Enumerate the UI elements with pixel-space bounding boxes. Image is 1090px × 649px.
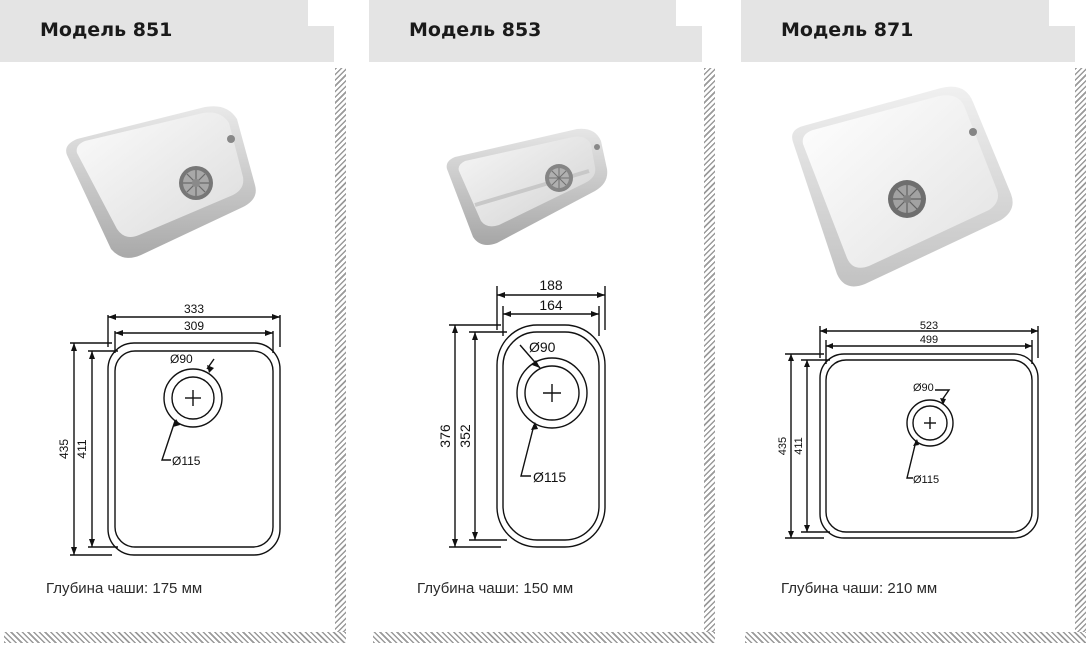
inner-height-label: 352 bbox=[457, 424, 473, 448]
drain-outer-label: Ø115 bbox=[913, 474, 939, 486]
inner-height-label: 411 bbox=[793, 437, 805, 455]
bowl-depth: Глубина чаши: 210 мм bbox=[781, 580, 938, 597]
drain-outer-label: Ø115 bbox=[172, 454, 201, 468]
header-notch bbox=[308, 0, 334, 26]
card-border-bottom bbox=[4, 632, 346, 643]
model-card-853: Модель 853 bbox=[369, 0, 719, 649]
model-title: Модель 871 bbox=[781, 19, 914, 41]
dimension-drawing-853: 188 164 376 352 Ø90 Ø115 bbox=[437, 277, 606, 548]
header-notch bbox=[676, 0, 702, 26]
inner-width-label: 164 bbox=[539, 297, 563, 313]
card-header: Модель 853 bbox=[369, 0, 702, 62]
card-header: Модель 871 bbox=[741, 0, 1075, 62]
card-border-bottom bbox=[373, 632, 715, 643]
outer-width-label: 333 bbox=[184, 302, 204, 316]
bowl-depth: Глубина чаши: 150 мм bbox=[417, 580, 574, 597]
card-header: Модель 851 bbox=[0, 0, 334, 62]
inner-height-label: 411 bbox=[75, 439, 89, 458]
outer-height-label: 435 bbox=[777, 437, 789, 455]
model-title: Модель 851 bbox=[40, 19, 173, 41]
model-title: Модель 853 bbox=[409, 19, 542, 41]
drain-inner-label: Ø90 bbox=[913, 382, 934, 394]
card-border-right bbox=[704, 68, 715, 643]
card-border-right bbox=[1075, 68, 1086, 643]
header-notch bbox=[1049, 0, 1075, 26]
drain-inner-label: Ø90 bbox=[170, 352, 193, 366]
outer-width-label: 523 bbox=[920, 320, 938, 332]
dimension-drawing-871: 523 499 435 411 Ø90 Ø115 bbox=[777, 320, 1039, 539]
sink-photo-853 bbox=[446, 128, 608, 245]
drain-outer-label: Ø115 bbox=[533, 469, 566, 485]
outer-height-label: 376 bbox=[437, 424, 453, 448]
dimension-drawing-851: 333 309 435 411 Ø90 Ø115 bbox=[57, 302, 281, 556]
model-card-871: Модель 871 bbox=[741, 0, 1090, 649]
inner-width-label: 499 bbox=[920, 334, 938, 346]
outer-width-label: 188 bbox=[539, 277, 563, 293]
drain-inner-label: Ø90 bbox=[529, 339, 556, 355]
sink-photo-871 bbox=[792, 86, 1013, 287]
sink-photo-851 bbox=[66, 106, 256, 258]
inner-width-label: 309 bbox=[184, 319, 204, 333]
bowl-depth: Глубина чаши: 175 мм bbox=[46, 580, 203, 597]
card-border-right bbox=[335, 68, 346, 643]
outer-height-label: 435 bbox=[57, 439, 71, 459]
card-border-bottom bbox=[745, 632, 1086, 643]
model-card-851: Модель 851 bbox=[0, 0, 350, 649]
